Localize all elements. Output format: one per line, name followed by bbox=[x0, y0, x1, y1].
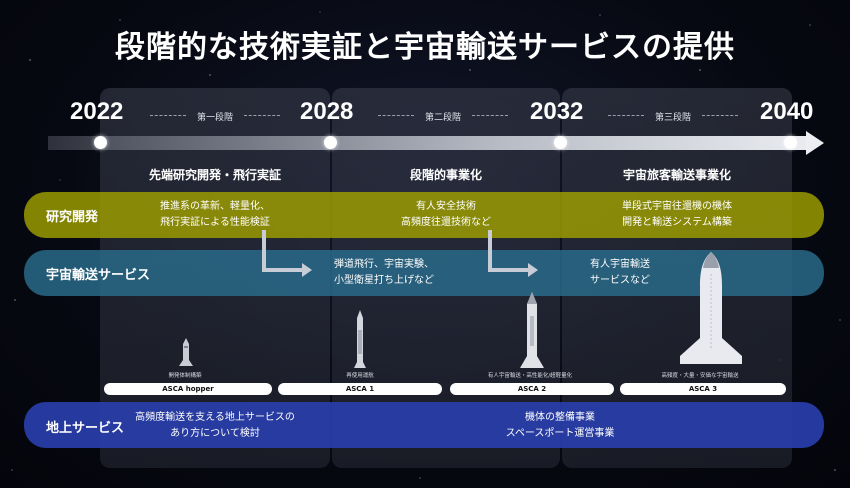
asca1-label: ASCA 1 bbox=[278, 383, 442, 395]
research-phase1-line1: 推進系の革新、軽量化、 bbox=[160, 201, 270, 212]
ground-phase2-line1: 機体の整備事業 bbox=[525, 412, 595, 423]
timeline-dot-2028 bbox=[324, 136, 337, 149]
asca-hopper-rocket-icon bbox=[179, 338, 193, 366]
space-phase2-line1: 弾道飛行、宇宙実験、 bbox=[334, 259, 434, 270]
ground-services-band bbox=[24, 402, 824, 448]
column-heading-1: 先端研究開発・飛行実証 bbox=[148, 168, 281, 182]
asca2-label: ASCA 2 bbox=[450, 383, 614, 395]
asca-hopper-label: ASCA hopper bbox=[104, 383, 272, 395]
connector-arrow-1 bbox=[262, 230, 312, 277]
phase2-dots-right bbox=[472, 115, 508, 116]
ground-phase1-line2: あり方について検討 bbox=[170, 428, 260, 439]
space-phase3-line1: 有人宇宙輸送 bbox=[590, 259, 650, 270]
phase3-dots-left bbox=[608, 115, 644, 116]
phase3-dots-right bbox=[702, 115, 738, 116]
research-phase2-line1: 有人安全技術 bbox=[416, 201, 476, 212]
space-phase3-line2: サービスなど bbox=[590, 275, 650, 286]
column-heading-3: 宇宙旅客輸送事業化 bbox=[622, 168, 731, 182]
research-band-label: 研究開発 bbox=[46, 210, 99, 225]
ground-phase2-line2: スペースポート運営事業 bbox=[505, 428, 615, 439]
space-phase2-text: 弾道飛行、宇宙実験、 小型衛星打ち上げなど bbox=[334, 257, 484, 289]
column-heading-2: 段階的事業化 bbox=[409, 168, 482, 182]
year-2032: 2032 bbox=[530, 98, 584, 125]
research-phase3-line1: 単段式宇宙往還機の機体 bbox=[622, 201, 732, 212]
space-phase3-text: 有人宇宙輸送 サービスなど bbox=[590, 257, 690, 289]
research-phase2-line2: 高頻度往還技術など bbox=[401, 217, 491, 228]
space-transport-band bbox=[24, 250, 824, 296]
timeline-arrow bbox=[48, 136, 808, 150]
timeline-dot-2022 bbox=[94, 136, 107, 149]
space-phase2-line2: 小型衛星打ち上げなど bbox=[334, 275, 434, 286]
asca1-rocket-icon bbox=[354, 310, 366, 368]
connector-arrow-2 bbox=[488, 230, 538, 277]
phase1-dots-left bbox=[150, 115, 186, 116]
year-2022: 2022 bbox=[70, 98, 124, 125]
phase2-dots-left bbox=[378, 115, 414, 116]
research-phase1-line2: 飛行実証による性能検証 bbox=[160, 217, 270, 228]
timeline-arrowhead bbox=[806, 131, 824, 155]
phase3-label: 第三段階 bbox=[654, 113, 691, 123]
asca3-caption: 高頻度・大量・安価な宇宙輸送 bbox=[661, 373, 739, 379]
page-title: 段階的な技術実証と宇宙輸送サービスの提供 bbox=[115, 30, 735, 65]
timeline-dot-2040 bbox=[784, 136, 797, 149]
phase1-label: 第一段階 bbox=[196, 113, 233, 123]
ground-phase1-text: 高頻度輸送を支える地上サービスの あり方について検討 bbox=[110, 410, 320, 442]
research-phase3-line2: 開発と輸送システム構築 bbox=[622, 217, 732, 228]
asca1-caption: 再使用運航 bbox=[346, 373, 374, 379]
research-phase3-text: 単段式宇宙往還機の機体 開発と輸送システム構築 bbox=[562, 199, 792, 231]
research-band bbox=[24, 192, 824, 238]
asca2-caption: 有人宇宙輸送・高性能化/超軽量化 bbox=[487, 373, 573, 379]
asca2-rocket-icon bbox=[520, 292, 544, 368]
ground-phase2-text: 機体の整備事業 スペースポート運営事業 bbox=[430, 410, 690, 442]
phase1-dots-right bbox=[244, 115, 280, 116]
asca3-spaceplane-icon bbox=[680, 252, 742, 364]
year-2040: 2040 bbox=[760, 98, 814, 125]
ground-services-band-label: 地上サービス bbox=[46, 421, 125, 436]
timeline-dot-2032 bbox=[554, 136, 567, 149]
asca-hopper-caption: 開発体制構築 bbox=[168, 373, 202, 379]
space-transport-band-label: 宇宙輸送サービス bbox=[46, 268, 151, 283]
year-2028: 2028 bbox=[300, 98, 354, 125]
ground-phase1-line1: 高頻度輸送を支える地上サービスの bbox=[135, 412, 295, 423]
research-phase2-text: 有人安全技術 高頻度往還技術など bbox=[332, 199, 560, 231]
asca3-label: ASCA 3 bbox=[620, 383, 786, 395]
research-phase1-text: 推進系の革新、軽量化、 飛行実証による性能検証 bbox=[100, 199, 330, 231]
phase2-label: 第二段階 bbox=[424, 113, 461, 123]
